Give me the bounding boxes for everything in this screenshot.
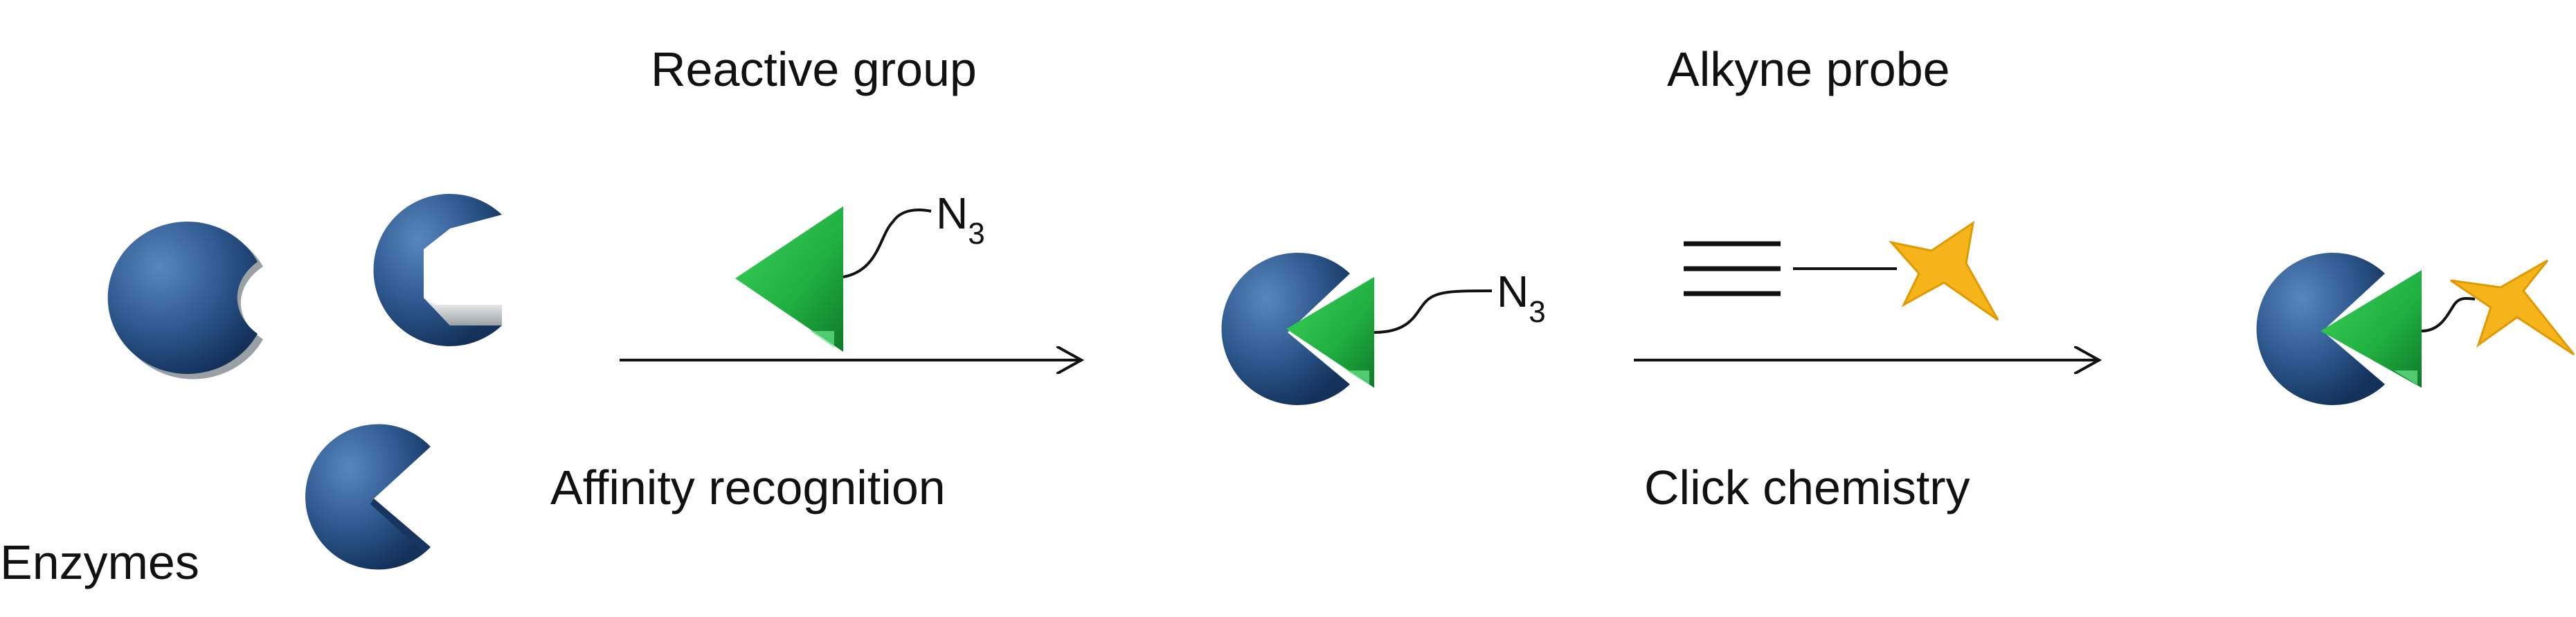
affinity-recognition-label: Affinity recognition — [550, 460, 946, 515]
reactive-group-triangle — [735, 206, 843, 352]
bound-reactive-group — [1286, 277, 1374, 388]
enzyme-crescent — [107, 221, 263, 379]
reactive-group-label: Reactive group — [651, 42, 977, 96]
product-reactive-group — [2321, 270, 2422, 388]
alkyne-probe-label: Alkyne probe — [1667, 42, 1950, 96]
product-linker — [2421, 297, 2476, 332]
azide-label-1: N3 — [936, 188, 985, 251]
bound-azide-linker — [1373, 289, 1493, 334]
labeled-enzyme-product — [2256, 253, 2575, 405]
azide-element-1: N — [936, 188, 968, 238]
azide-subscript-1: 3 — [968, 217, 984, 251]
reactive-group-probe: N3 — [735, 188, 985, 352]
enzyme-rect-pocket — [373, 193, 502, 347]
azide-label-2: N3 — [1497, 267, 1546, 329]
click-chemistry-label: Click chemistry — [1644, 460, 1970, 515]
alkyne-probe — [1684, 220, 1999, 321]
azide-linker — [843, 208, 932, 278]
probe-star — [1888, 220, 1999, 321]
enzyme-wedge-pocket — [305, 424, 431, 570]
azide-subscript-2: 3 — [1529, 295, 1545, 329]
enzyme-bound-complex: N3 — [1221, 253, 1546, 405]
enzymes-label: Enzymes — [0, 535, 199, 589]
product-star — [2450, 259, 2575, 356]
azide-element-2: N — [1497, 267, 1529, 316]
